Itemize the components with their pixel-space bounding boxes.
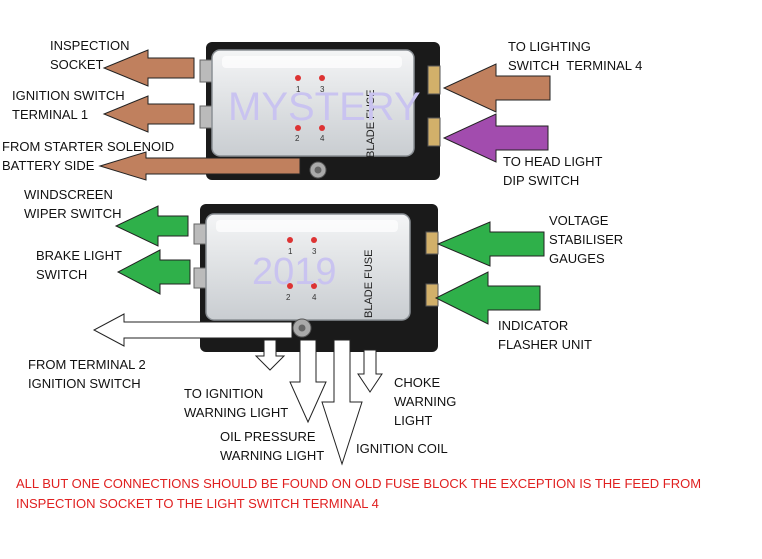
arrow-ignition-coil: [321, 339, 363, 466]
top-block-title: MYSTERY: [228, 85, 421, 129]
bottom-slot-3: 3: [312, 247, 317, 256]
arrow-ignition-warning: [254, 339, 286, 371]
arrow-voltage-stabiliser: [436, 221, 545, 267]
label-indicator-flasher: INDICATOR FLASHER UNIT: [498, 318, 592, 352]
bottom-clear-cover: [205, 213, 411, 321]
arrow-from-terminal-2: [92, 313, 293, 347]
top-terminal-lower: [427, 117, 441, 147]
label-voltage-stabiliser: VOLTAGE STABILISER GAUGES: [549, 213, 624, 266]
top-slot-4: 4: [320, 134, 325, 143]
bottom-fuse-block: 1 3 2 4 BLADE FUSE 2019: [193, 204, 439, 352]
bottom-blade-fuse-text: BLADE FUSE: [363, 250, 375, 318]
bottom-slot-2: 2: [286, 293, 291, 302]
top-stud-centre: [314, 166, 322, 174]
bottom-slot-1: 1: [288, 247, 293, 256]
top-slot-indicator: [319, 75, 325, 81]
label-windscreen-wiper: WINDSCREEN WIPER SWITCH: [24, 187, 122, 221]
top-slot-indicator: [319, 125, 325, 131]
bottom-slot-indicator: [311, 237, 317, 243]
top-fuse-block: 1 3 2 4 BLADE FUSE MYSTERY: [199, 42, 441, 180]
arrow-starter-solenoid: [98, 151, 301, 181]
arrow-ignition-switch-t1: [102, 95, 195, 133]
bottom-slot-4: 4: [312, 293, 317, 302]
arrow-choke-warning: [357, 349, 383, 393]
label-lighting-switch-t4: TO LIGHTING SWITCH TERMINAL 4: [508, 39, 643, 73]
top-slot-indicator: [295, 125, 301, 131]
bottom-terminal-upper: [425, 231, 439, 255]
top-cover-highlight: [222, 56, 402, 68]
label-oil-pressure: OIL PRESSURE WARNING LIGHT: [220, 429, 325, 463]
arrow-indicator-flasher: [434, 271, 541, 325]
bottom-clip-left-lower: [193, 267, 207, 289]
arrow-oil-pressure: [289, 339, 327, 424]
label-ignition-warning: TO IGNITION WARNING LIGHT: [184, 386, 289, 420]
arrow-brake-light: [116, 249, 191, 295]
bottom-block-title: 2019: [252, 251, 337, 293]
top-slot-1: 1: [296, 85, 301, 94]
label-brake-light: BRAKE LIGHT SWITCH: [36, 248, 122, 282]
arrow-inspection-socket: [102, 49, 195, 87]
top-slot-3: 3: [320, 85, 325, 94]
label-ignition-switch-t1: IGNITION SWITCH TERMINAL 1: [12, 88, 125, 122]
bottom-slot-indicator: [287, 283, 293, 289]
top-clear-cover: [211, 49, 415, 157]
label-inspection-socket: INSPECTION SOCKET: [50, 38, 130, 72]
bottom-stud-centre: [298, 324, 306, 332]
arrow-head-light-dip: [442, 113, 549, 163]
label-choke-warning: CHOKE WARNING LIGHT: [394, 375, 457, 428]
label-head-light-dip: TO HEAD LIGHT DIP SWITCH: [503, 154, 603, 188]
bottom-clip-left-upper: [193, 223, 207, 245]
bottom-cover-highlight: [216, 220, 398, 232]
top-clip-left-upper: [199, 59, 213, 83]
top-terminal-upper: [427, 65, 441, 95]
bottom-slot-indicator: [311, 283, 317, 289]
bottom-terminal-lower: [425, 283, 439, 307]
footer-note: ALL BUT ONE CONNECTIONS SHOULD BE FOUND …: [16, 476, 702, 511]
top-blade-fuse-text: BLADE FUSE: [365, 90, 377, 158]
top-slot-2: 2: [295, 134, 300, 143]
arrow-lighting-switch-t4: [442, 63, 551, 113]
label-ignition-coil: IGNITION COIL: [356, 441, 448, 456]
bottom-slot-indicator: [287, 237, 293, 243]
top-clip-left-lower: [199, 105, 213, 129]
top-slot-indicator: [295, 75, 301, 81]
label-from-terminal-2: FROM TERMINAL 2 IGNITION SWITCH: [28, 357, 146, 391]
label-starter-solenoid: FROM STARTER SOLENOID BATTERY SIDE: [2, 139, 175, 173]
arrow-windscreen-wiper: [114, 205, 189, 247]
